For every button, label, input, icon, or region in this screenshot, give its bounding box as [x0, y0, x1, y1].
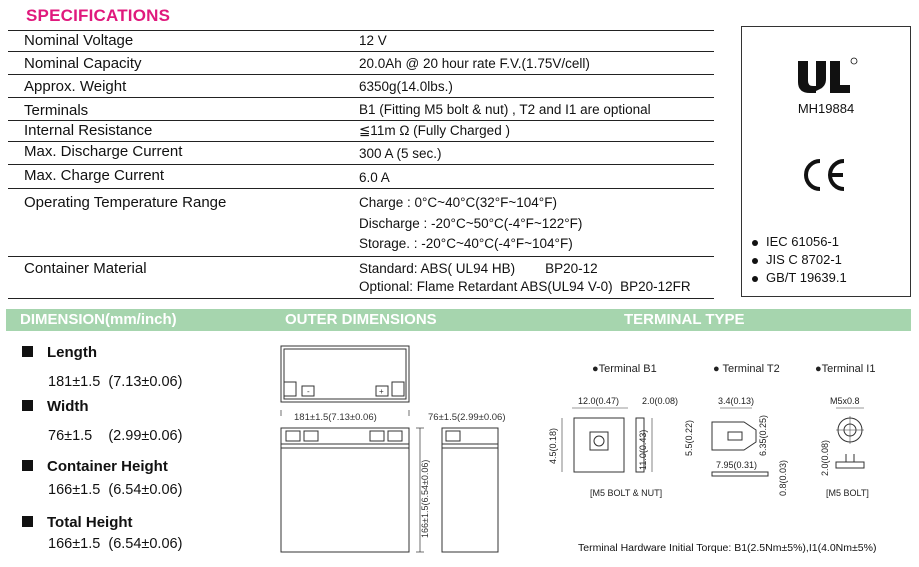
spec-row-internal-resistance: Internal Resistance ≦11m Ω (Fully Charge… — [8, 121, 714, 142]
spec-label: Nominal Capacity — [24, 55, 142, 72]
b1-thickness-label: 2.0(0.08) — [642, 396, 678, 406]
height-dimension — [416, 427, 424, 553]
square-bullet-icon — [22, 346, 33, 357]
terminal-type-drawing: ●Terminal B1 ● Terminal T2 ●Terminal I1 … — [548, 363, 875, 498]
side-view — [441, 427, 499, 553]
dimension-label-container-height: Container Height — [22, 458, 168, 475]
spec-label: Operating Temperature Range — [24, 194, 227, 211]
spec-row-container-material: Container Material Standard: ABS( UL94 H… — [8, 257, 714, 299]
bullet-icon — [752, 239, 758, 246]
specifications-table: Nominal Voltage 12 V Nominal Capacity 20… — [8, 30, 714, 299]
b1-offset-label: 5.5(0.22) — [684, 420, 694, 456]
standards-list: IEC 61056-1 JIS C 8702-1 GB/T 19639.1 — [752, 233, 847, 287]
dimension-label-length: Length — [22, 344, 97, 361]
i1-note: [M5 BOLT] — [826, 488, 869, 498]
b1-height-label: 11.0(0.43) — [638, 430, 648, 470]
spec-value: Discharge : -20°C~50°C(-4°F~122°F) — [359, 216, 583, 231]
top-view: - + — [280, 345, 410, 403]
spec-row-approx-weight: Approx. Weight 6350g(14.0lbs.) — [8, 75, 714, 98]
spec-label: Internal Resistance — [24, 122, 153, 139]
outer-dimensions-drawing: - + 181±1.5(7.13±0.06) 76±1.5(2.99±0.06)… — [280, 345, 506, 553]
bullet-icon — [752, 275, 758, 282]
svg-text:+: + — [379, 387, 384, 396]
terminal-t2-shape — [711, 407, 769, 477]
length-dimension-label: 181±1.5(7.13±0.06) — [294, 412, 377, 423]
spec-label: Container Material — [24, 260, 147, 277]
dimension-value-width: 76±1.5 (2.99±0.06) — [48, 428, 183, 444]
dimension-header: DIMENSION(mm/inch) — [20, 311, 177, 328]
spec-value: 6350g(14.0lbs.) — [359, 79, 453, 94]
certification-box: MH19884 IEC 61056-1 JIS C 8702-1 GB/T 19… — [741, 26, 911, 297]
terminal-torque-note: Terminal Hardware Initial Torque: B1(2.5… — [578, 542, 877, 554]
dimension-value-total-height: 166±1.5 (6.54±0.06) — [48, 536, 183, 552]
i1-thread-label: M5x0.8 — [830, 396, 860, 406]
b1-hole-label: 4.5(0.18) — [548, 428, 558, 464]
ul-file-number: MH19884 — [797, 101, 855, 116]
terminal-b1-title: ●Terminal B1 — [592, 363, 657, 375]
standard-item: IEC 61056-1 — [752, 233, 847, 251]
spec-row-operating-temperature: Operating Temperature Range Charge : 0°C… — [8, 189, 714, 257]
dimension-value-container-height: 166±1.5 (6.54±0.06) — [48, 482, 183, 498]
terminal-i1-shape — [835, 407, 865, 469]
length-dimension — [280, 410, 410, 416]
spec-label: Max. Discharge Current — [24, 143, 183, 160]
specifications-title: SPECIFICATIONS — [26, 6, 171, 25]
spec-row-nominal-voltage: Nominal Voltage 12 V — [8, 31, 714, 52]
standard-item: JIS C 8702-1 — [752, 251, 847, 269]
terminal-b1-shape — [561, 407, 653, 473]
t2-width-label: 3.4(0.13) — [718, 396, 754, 406]
spec-value: B1 (Fitting M5 bolt & nut) , T2 and I1 a… — [359, 102, 651, 117]
width-dimension-label: 76±1.5(2.99±0.06) — [428, 412, 506, 423]
t2-thickness-label: 0.8(0.03) — [778, 460, 788, 496]
spec-value: Storage. : -20°C~40°C(-4°F~104°F) — [359, 236, 573, 251]
spec-value: 300 A (5 sec.) — [359, 146, 442, 161]
spec-value: Standard: ABS( UL94 HB) BP20-12 — [359, 261, 598, 276]
spec-value: Optional: Flame Retardant ABS(UL94 V-0) … — [359, 279, 691, 294]
terminal-t2-title: ● Terminal T2 — [713, 363, 780, 375]
spec-value: Charge : 0°C~40°C(32°F~104°F) — [359, 195, 557, 210]
bullet-icon — [752, 257, 758, 264]
spec-value: ≦11m Ω (Fully Charged ) — [359, 123, 510, 138]
dimension-label-width: Width — [22, 398, 89, 415]
front-view — [280, 427, 410, 553]
square-bullet-icon — [22, 460, 33, 471]
dimension-label-total-height: Total Height — [22, 514, 133, 531]
b1-note: [M5 BOLT & NUT] — [590, 488, 662, 498]
outer-dimensions-header: OUTER DIMENSIONS — [285, 311, 437, 328]
svg-text:-: - — [307, 387, 310, 396]
spec-row-nominal-capacity: Nominal Capacity 20.0Ah @ 20 hour rate F… — [8, 52, 714, 75]
spec-row-max-charge-current: Max. Charge Current 6.0 A — [8, 165, 714, 189]
ce-mark-icon — [804, 159, 845, 191]
terminal-i1-title: ●Terminal I1 — [815, 363, 875, 375]
standard-item: GB/T 19639.1 — [752, 269, 847, 287]
square-bullet-icon — [22, 400, 33, 411]
t2-height-label: 6.35(0.25) — [758, 415, 768, 456]
spec-row-terminals: Terminals B1 (Fitting M5 bolt & nut) , T… — [8, 98, 714, 121]
spec-label: Max. Charge Current — [24, 167, 165, 184]
spec-label: Nominal Voltage — [24, 32, 134, 49]
ul-recognized-icon — [798, 57, 858, 93]
spec-value: 6.0 A — [359, 170, 390, 185]
i1-height-label: 2.0(0.08) — [820, 440, 830, 476]
dimension-value-length: 181±1.5 (7.13±0.06) — [48, 374, 183, 390]
spec-value: 12 V — [359, 33, 387, 48]
square-bullet-icon — [22, 516, 33, 527]
dimension-header-bar: DIMENSION(mm/inch) OUTER DIMENSIONS TERM… — [6, 309, 911, 331]
terminal-type-header: TERMINAL TYPE — [624, 311, 745, 328]
spec-row-max-discharge-current: Max. Discharge Current 300 A (5 sec.) — [8, 142, 714, 165]
spec-label: Terminals — [24, 102, 89, 119]
spec-label: Approx. Weight — [24, 78, 127, 95]
height-dimension-label: 166±1.5(6.54±0.06) — [420, 460, 430, 538]
b1-width-label: 12.0(0.47) — [578, 396, 619, 406]
spec-value: 20.0Ah @ 20 hour rate F.V.(1.75V/cell) — [359, 56, 590, 71]
t2-length-label: 7.95(0.31) — [716, 460, 757, 470]
